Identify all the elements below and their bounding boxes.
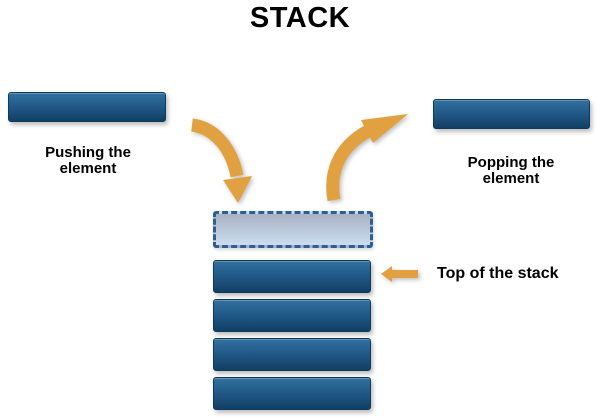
top-of-stack-left-arrow-icon (381, 266, 418, 282)
stack-element (213, 260, 371, 293)
push-curved-arrow-icon (190, 118, 252, 203)
stack-element (213, 299, 371, 332)
push-caption: Pushing the element (45, 144, 131, 177)
stack-elements (213, 260, 371, 416)
pop-curved-arrow-icon (326, 114, 408, 202)
push-element-box (8, 92, 166, 122)
diagram-title: STACK (249, 2, 351, 34)
pop-element-box (433, 99, 590, 129)
stack-element (213, 377, 371, 410)
pop-caption: Popping the element (467, 154, 555, 187)
top-of-stack-caption: Top of the stack (437, 265, 559, 282)
stack-element (213, 338, 371, 371)
incoming-stack-element (213, 211, 373, 248)
